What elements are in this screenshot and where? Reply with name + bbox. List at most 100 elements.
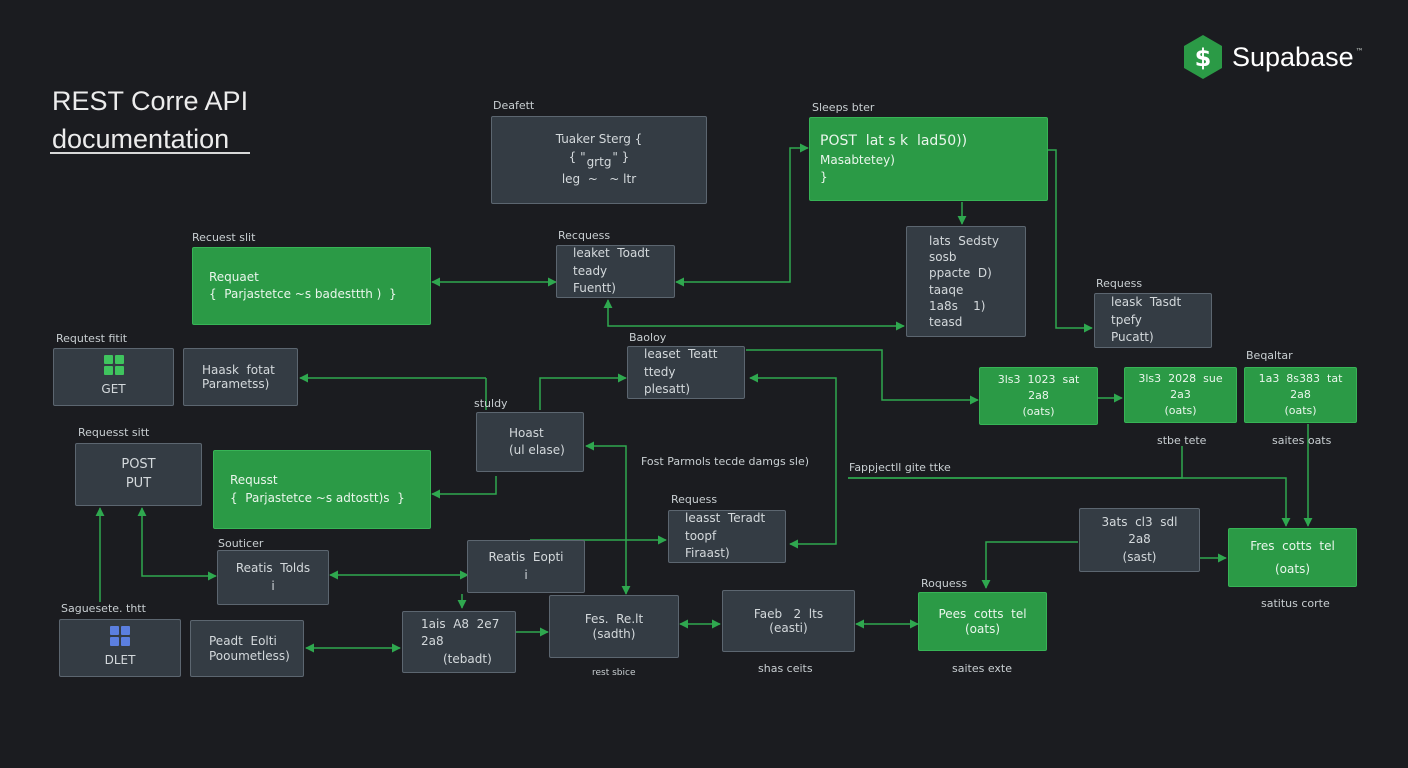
node-request-body-1[interactable]: Requaet { Parjastetce ~s badesttth ) } <box>192 247 431 325</box>
node-line: Parametss) <box>202 377 270 391</box>
node-line: i <box>524 567 528 582</box>
node-line: teady <box>573 263 608 278</box>
node-line: (sast) <box>1122 549 1157 564</box>
node-dlet-method[interactable]: DLET <box>59 619 181 677</box>
node-line: Haask fotat <box>202 362 275 377</box>
node-line: 3ls3 2028 sue <box>1138 372 1223 386</box>
node-line: taaqe <box>929 282 964 297</box>
node-line: ttedy <box>644 364 676 379</box>
node-line: 3ats cl3 sdl <box>1101 514 1178 529</box>
node-line: Requaet <box>209 269 259 284</box>
connector <box>749 373 837 549</box>
node-line: teasd <box>929 314 963 329</box>
node-line: 1a3 8s383 tat <box>1258 372 1343 386</box>
node-line: 2a8 <box>1290 388 1311 402</box>
node-line: Tuaker Sterg { <box>555 132 643 147</box>
node-line: (easti) <box>769 621 808 635</box>
connector <box>603 299 905 331</box>
node-post-put[interactable]: POST PUT <box>75 443 202 506</box>
method-label: GET <box>101 382 126 397</box>
node-line: leg ~ ~ ltr <box>561 172 637 187</box>
node-line: leasst Teradt <box>685 511 766 526</box>
node-line: (oats) <box>1022 404 1055 418</box>
title-line-2: documentation <box>52 124 230 154</box>
title-underline <box>50 152 250 154</box>
label-shas-ceits: shas ceits <box>758 662 813 675</box>
node-leasst[interactable]: leasst Teradt toopf Firaast) <box>668 510 786 563</box>
node-lais[interactable]: 1ais A8 2e7 2a8 (tebadt) <box>402 611 516 673</box>
node-peadt-params[interactable]: Peadt Eolti Pooumetless) <box>190 620 304 677</box>
node-line: 3ls3 1023 sat <box>997 373 1080 387</box>
node-post-response[interactable]: POST lat s k lad50)) Masabtetey) } <box>809 117 1048 201</box>
connector <box>675 143 809 287</box>
node-line: POST <box>121 456 156 472</box>
label-fappjectll: Fappjectll gite ttke <box>849 461 951 474</box>
brand-logo: $ Supabase ™ <box>1182 34 1364 80</box>
node-fes-result[interactable]: Fes. Re.lt (sadth) <box>549 595 679 658</box>
node-line: Fres cotts tel <box>1250 538 1335 553</box>
node-line: ppacte D) <box>929 266 992 281</box>
label-stuldy: stuldy <box>474 397 508 410</box>
node-line: Pucatt) <box>1111 330 1154 345</box>
node-tuaker[interactable]: Tuaker Sterg { { " " } grtg leg ~ ~ ltr <box>491 116 707 204</box>
node-line: { " " } <box>568 149 630 164</box>
node-status-1[interactable]: 3ls3 1023 sat 2a8 (oats) <box>979 367 1098 425</box>
label-saguesete: Saguesete. thtt <box>61 602 146 615</box>
node-line: grtg <box>586 155 612 169</box>
node-status-3[interactable]: 1a3 8s383 tat 2a8 (oats) <box>1244 367 1357 423</box>
connector <box>848 477 1291 527</box>
node-status-4[interactable]: Fres cotts tel (oats) <box>1228 528 1357 587</box>
method-label: DLET <box>104 653 136 668</box>
node-status-5[interactable]: Pees cotts tel (oats) <box>918 592 1047 651</box>
node-line: Hoast <box>509 425 544 440</box>
node-line: Reatis Tolds <box>235 561 311 576</box>
grid-icon <box>110 626 130 647</box>
node-line: Fes. Re.lt <box>584 612 644 627</box>
node-faeb[interactable]: Faeb 2 lts (easti) <box>722 590 855 652</box>
node-line: (oats) <box>1284 403 1317 417</box>
node-line: 2a8 <box>1128 532 1151 547</box>
node-reatis-eopti[interactable]: Reatis Eopti i <box>467 540 585 593</box>
node-line: 2a8 <box>1028 389 1049 403</box>
label-sleeps: Sleeps bter <box>812 101 875 114</box>
node-line: 1ais A8 2e7 <box>421 616 500 631</box>
node-leask[interactable]: leask Tasdt tpefy Pucatt) <box>1094 293 1212 348</box>
node-reatis-tolds[interactable]: Reatis Tolds i <box>217 550 329 605</box>
node-lats-fields[interactable]: lats Sedsty sosb ppacte D) taaqe 1a8s 1)… <box>906 226 1026 337</box>
node-line: leaset Teatt <box>644 347 718 362</box>
page-title: REST Corre API documentation <box>52 82 248 158</box>
node-hoast[interactable]: Hoast (ul elase) <box>476 412 584 472</box>
connector <box>137 507 217 581</box>
node-line: Firaast) <box>685 546 730 561</box>
node-status-2[interactable]: 3ls3 2028 sue 2a3 (oats) <box>1124 367 1237 423</box>
node-line: Peadt Eolti <box>209 634 277 649</box>
label-request-top: Recquess <box>558 229 611 242</box>
node-line: Requsst <box>230 473 278 488</box>
node-line: toopf <box>685 528 717 543</box>
node-line: Masabtetey) <box>820 152 895 167</box>
label-request-mid: Requess <box>671 493 718 506</box>
connector <box>746 349 979 405</box>
title-line-1: REST Corre API <box>52 86 249 116</box>
label-saites-exte: saites exte <box>952 662 1013 675</box>
node-leaset[interactable]: leaset Teatt ttedy plesatt) <box>627 346 745 399</box>
node-line: Faeb 2 lts <box>753 606 824 621</box>
connector <box>585 441 631 595</box>
node-sats[interactable]: 3ats cl3 sdl 2a8 (sast) <box>1079 508 1200 572</box>
node-get-method[interactable]: GET <box>53 348 174 406</box>
node-request-body-2[interactable]: Requsst { Parjastetce ~s adtostt)s } <box>213 450 431 529</box>
node-line: (tebadt) <box>443 651 492 666</box>
node-leaket[interactable]: leaket Toadt teady Fuentt) <box>556 245 675 298</box>
connector <box>1048 149 1093 333</box>
node-line: { Parjastetce ~s badesttth ) } <box>209 287 397 301</box>
label-default: Deafett <box>493 99 535 112</box>
connector <box>539 373 627 410</box>
node-line: POST lat s k lad50)) <box>820 133 968 150</box>
node-line: (oats) <box>1164 403 1197 417</box>
node-line: 1a8s 1) <box>929 298 986 313</box>
node-haask-params[interactable]: Haask fotat Parametss) <box>183 348 298 406</box>
node-line: (oats) <box>1274 561 1310 576</box>
node-line: plesatt) <box>644 382 691 397</box>
node-line: Fuentt) <box>573 281 616 296</box>
